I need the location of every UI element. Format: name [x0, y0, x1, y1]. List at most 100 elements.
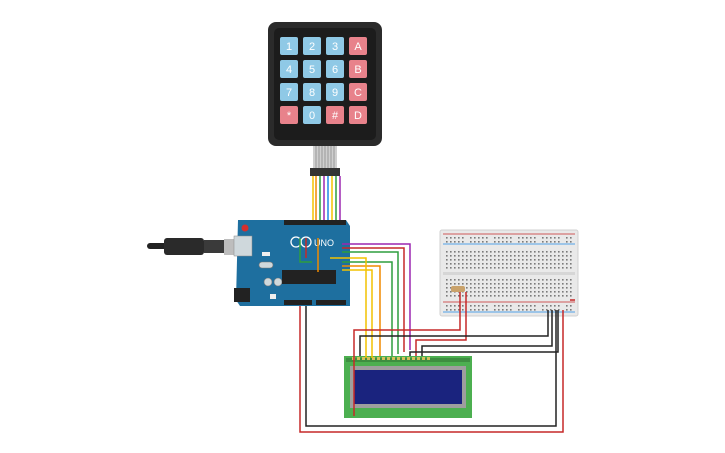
- breadboard-hole[interactable]: [462, 237, 464, 239]
- breadboard-hole[interactable]: [530, 259, 532, 261]
- breadboard-hole[interactable]: [510, 283, 512, 285]
- arduino-to-lcd-wires[interactable]: [299, 238, 411, 358]
- breadboard-hole[interactable]: [466, 251, 468, 253]
- breadboard-hole[interactable]: [546, 283, 548, 285]
- breadboard-hole[interactable]: [554, 295, 556, 297]
- breadboard-hole[interactable]: [470, 237, 472, 239]
- breadboard-hole[interactable]: [454, 305, 456, 307]
- breadboard-hole[interactable]: [478, 263, 480, 265]
- breadboard-hole[interactable]: [546, 279, 548, 281]
- keypad-key-A[interactable]: A: [349, 37, 367, 55]
- breadboard-hole[interactable]: [562, 279, 564, 281]
- breadboard-hole[interactable]: [526, 263, 528, 265]
- breadboard-hole[interactable]: [454, 237, 456, 239]
- keypad-key-face[interactable]: [303, 60, 321, 78]
- breadboard-hole[interactable]: [526, 255, 528, 257]
- breadboard-hole[interactable]: [466, 263, 468, 265]
- breadboard-hole[interactable]: [458, 305, 460, 307]
- breadboard-hole[interactable]: [482, 287, 484, 289]
- breadboard-hole[interactable]: [510, 267, 512, 269]
- breadboard-hole[interactable]: [458, 295, 460, 297]
- breadboard-hole[interactable]: [486, 263, 488, 265]
- breadboard-hole[interactable]: [550, 305, 552, 307]
- breadboard-hole[interactable]: [566, 251, 568, 253]
- breadboard-hole[interactable]: [462, 295, 464, 297]
- breadboard-hole[interactable]: [542, 267, 544, 269]
- breadboard-hole[interactable]: [554, 309, 556, 311]
- breadboard-hole[interactable]: [542, 283, 544, 285]
- keypad-key-6[interactable]: 6: [326, 60, 344, 78]
- breadboard-hole[interactable]: [534, 237, 536, 239]
- breadboard-hole[interactable]: [546, 251, 548, 253]
- breadboard-hole[interactable]: [498, 309, 500, 311]
- breadboard-hole[interactable]: [502, 287, 504, 289]
- breadboard-hole[interactable]: [486, 291, 488, 293]
- breadboard-hole[interactable]: [490, 263, 492, 265]
- breadboard-hole[interactable]: [522, 267, 524, 269]
- breadboard-hole[interactable]: [530, 295, 532, 297]
- breadboard-hole[interactable]: [558, 267, 560, 269]
- breadboard-hole[interactable]: [502, 241, 504, 243]
- breadboard-hole[interactable]: [554, 241, 556, 243]
- breadboard-hole[interactable]: [514, 279, 516, 281]
- breadboard-hole[interactable]: [518, 255, 520, 257]
- breadboard-hole[interactable]: [458, 259, 460, 261]
- breadboard-hole[interactable]: [486, 287, 488, 289]
- breadboard-hole[interactable]: [558, 263, 560, 265]
- breadboard-hole[interactable]: [510, 255, 512, 257]
- breadboard-hole[interactable]: [546, 295, 548, 297]
- breadboard-hole[interactable]: [446, 237, 448, 239]
- keypad-key-face[interactable]: [326, 83, 344, 101]
- breadboard-hole[interactable]: [506, 309, 508, 311]
- breadboard-hole[interactable]: [470, 291, 472, 293]
- breadboard-hole[interactable]: [510, 259, 512, 261]
- breadboard-hole[interactable]: [482, 259, 484, 261]
- breadboard-hole[interactable]: [558, 283, 560, 285]
- breadboard-hole[interactable]: [450, 309, 452, 311]
- breadboard-hole[interactable]: [530, 251, 532, 253]
- breadboard-hole[interactable]: [538, 279, 540, 281]
- breadboard-hole[interactable]: [566, 259, 568, 261]
- keypad-key-face[interactable]: [349, 37, 367, 55]
- breadboard-hole[interactable]: [542, 263, 544, 265]
- breadboard-hole[interactable]: [502, 255, 504, 257]
- breadboard-hole[interactable]: [566, 291, 568, 293]
- breadboard-hole[interactable]: [458, 263, 460, 265]
- breadboard-hole[interactable]: [470, 283, 472, 285]
- wire-yellow-2[interactable]: [330, 257, 367, 358]
- breadboard-hole[interactable]: [478, 255, 480, 257]
- lcd-pin[interactable]: [417, 357, 420, 360]
- usb-cable[interactable]: [147, 238, 244, 255]
- breadboard-hole[interactable]: [526, 305, 528, 307]
- breadboard-hole[interactable]: [558, 259, 560, 261]
- breadboard-hole[interactable]: [530, 267, 532, 269]
- breadboard-hole[interactable]: [550, 287, 552, 289]
- breadboard-hole[interactable]: [462, 305, 464, 307]
- breadboard-hole[interactable]: [498, 267, 500, 269]
- wire-orange[interactable]: [342, 265, 381, 356]
- breadboard-hole[interactable]: [518, 287, 520, 289]
- breadboard-hole[interactable]: [510, 263, 512, 265]
- breadboard-hole[interactable]: [554, 291, 556, 293]
- breadboard-hole[interactable]: [550, 283, 552, 285]
- keypad-key-*[interactable]: *: [280, 106, 298, 124]
- breadboard-hole[interactable]: [538, 259, 540, 261]
- wire-red-lcd-2[interactable]: [415, 292, 467, 356]
- breadboard-hole[interactable]: [494, 309, 496, 311]
- breadboard-hole[interactable]: [566, 305, 568, 307]
- breadboard-hole[interactable]: [502, 267, 504, 269]
- breadboard-hole[interactable]: [502, 305, 504, 307]
- keypad-key-face[interactable]: [326, 37, 344, 55]
- breadboard-hole[interactable]: [554, 251, 556, 253]
- breadboard-hole[interactable]: [530, 241, 532, 243]
- breadboard-hole[interactable]: [454, 309, 456, 311]
- breadboard-hole[interactable]: [502, 283, 504, 285]
- keypad-key-7[interactable]: 7: [280, 83, 298, 101]
- breadboard-hole[interactable]: [518, 295, 520, 297]
- lcd-pin[interactable]: [412, 357, 415, 360]
- breadboard-hole[interactable]: [530, 305, 532, 307]
- breadboard-hole[interactable]: [510, 291, 512, 293]
- breadboard-hole[interactable]: [506, 263, 508, 265]
- wire-purple[interactable]: [342, 243, 411, 350]
- breadboard-hole[interactable]: [562, 267, 564, 269]
